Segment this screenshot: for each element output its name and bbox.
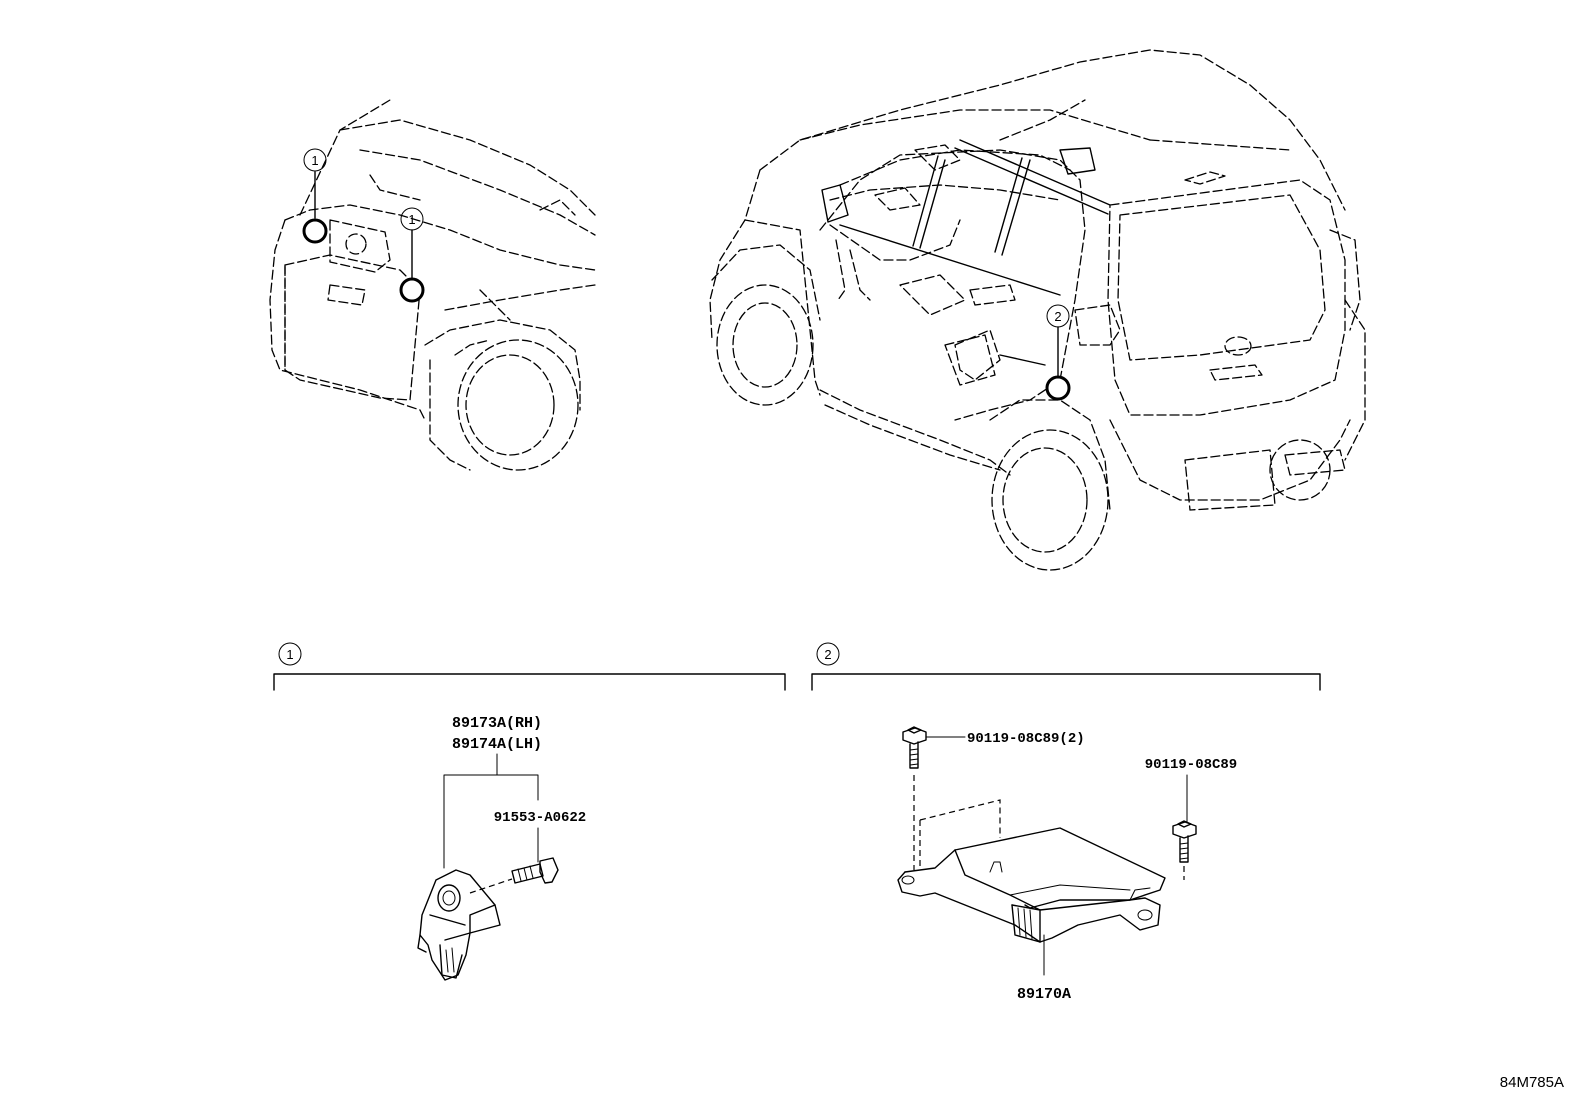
sensor-bolt: [469, 857, 559, 894]
callout-number: 2: [1054, 309, 1061, 324]
detail-callout-circle: [278, 642, 302, 666]
front-sensor-location-lh: [302, 218, 328, 244]
callout-number: 1: [408, 212, 415, 227]
front-impact-sensor: [417, 869, 501, 981]
part-number-89173a-rh: 89173A(RH): [452, 715, 542, 732]
ecu-bolt-right: [1172, 820, 1197, 863]
detail-callout-number: 2: [824, 647, 831, 662]
detail-1-front-sensor: 1 89173A(RH) 89174A(LH) 91553-A0622: [273, 642, 786, 981]
callout-circle: [400, 207, 424, 231]
part-number-89174a-lh: 89174A(LH): [452, 736, 542, 753]
callout-circle: [303, 148, 327, 172]
ecu-bolt-left: [902, 726, 927, 769]
front-vehicle-view: 1 1: [269, 99, 596, 471]
airbag-sensor-assembly: [897, 799, 1166, 943]
rear-vehicle-view: 2: [709, 49, 1366, 571]
part-number-90119-08c89-2: 90119-08C89(2): [967, 731, 1085, 747]
part-number-89170a: 89170A: [1017, 986, 1071, 1003]
detail-callout-number: 1: [286, 647, 293, 662]
front-sensor-location-rh: [399, 277, 425, 303]
detail-2-bracket: [811, 673, 1321, 691]
part-number-90119-08c89: 90119-08C89: [1145, 757, 1237, 773]
part-number-91553-a0622: 91553-A0622: [494, 810, 586, 826]
callout-circle: [1046, 304, 1070, 328]
airbag-ecu-location: [1045, 375, 1071, 401]
detail-1-bracket: [273, 673, 786, 691]
diagram-code: 84M785A: [1500, 1074, 1564, 1091]
detail-2-airbag-ecu: 2 90119-08C89(2) 90119-08C89: [811, 642, 1321, 1003]
callout-number: 1: [311, 153, 318, 168]
detail-callout-circle: [816, 642, 840, 666]
